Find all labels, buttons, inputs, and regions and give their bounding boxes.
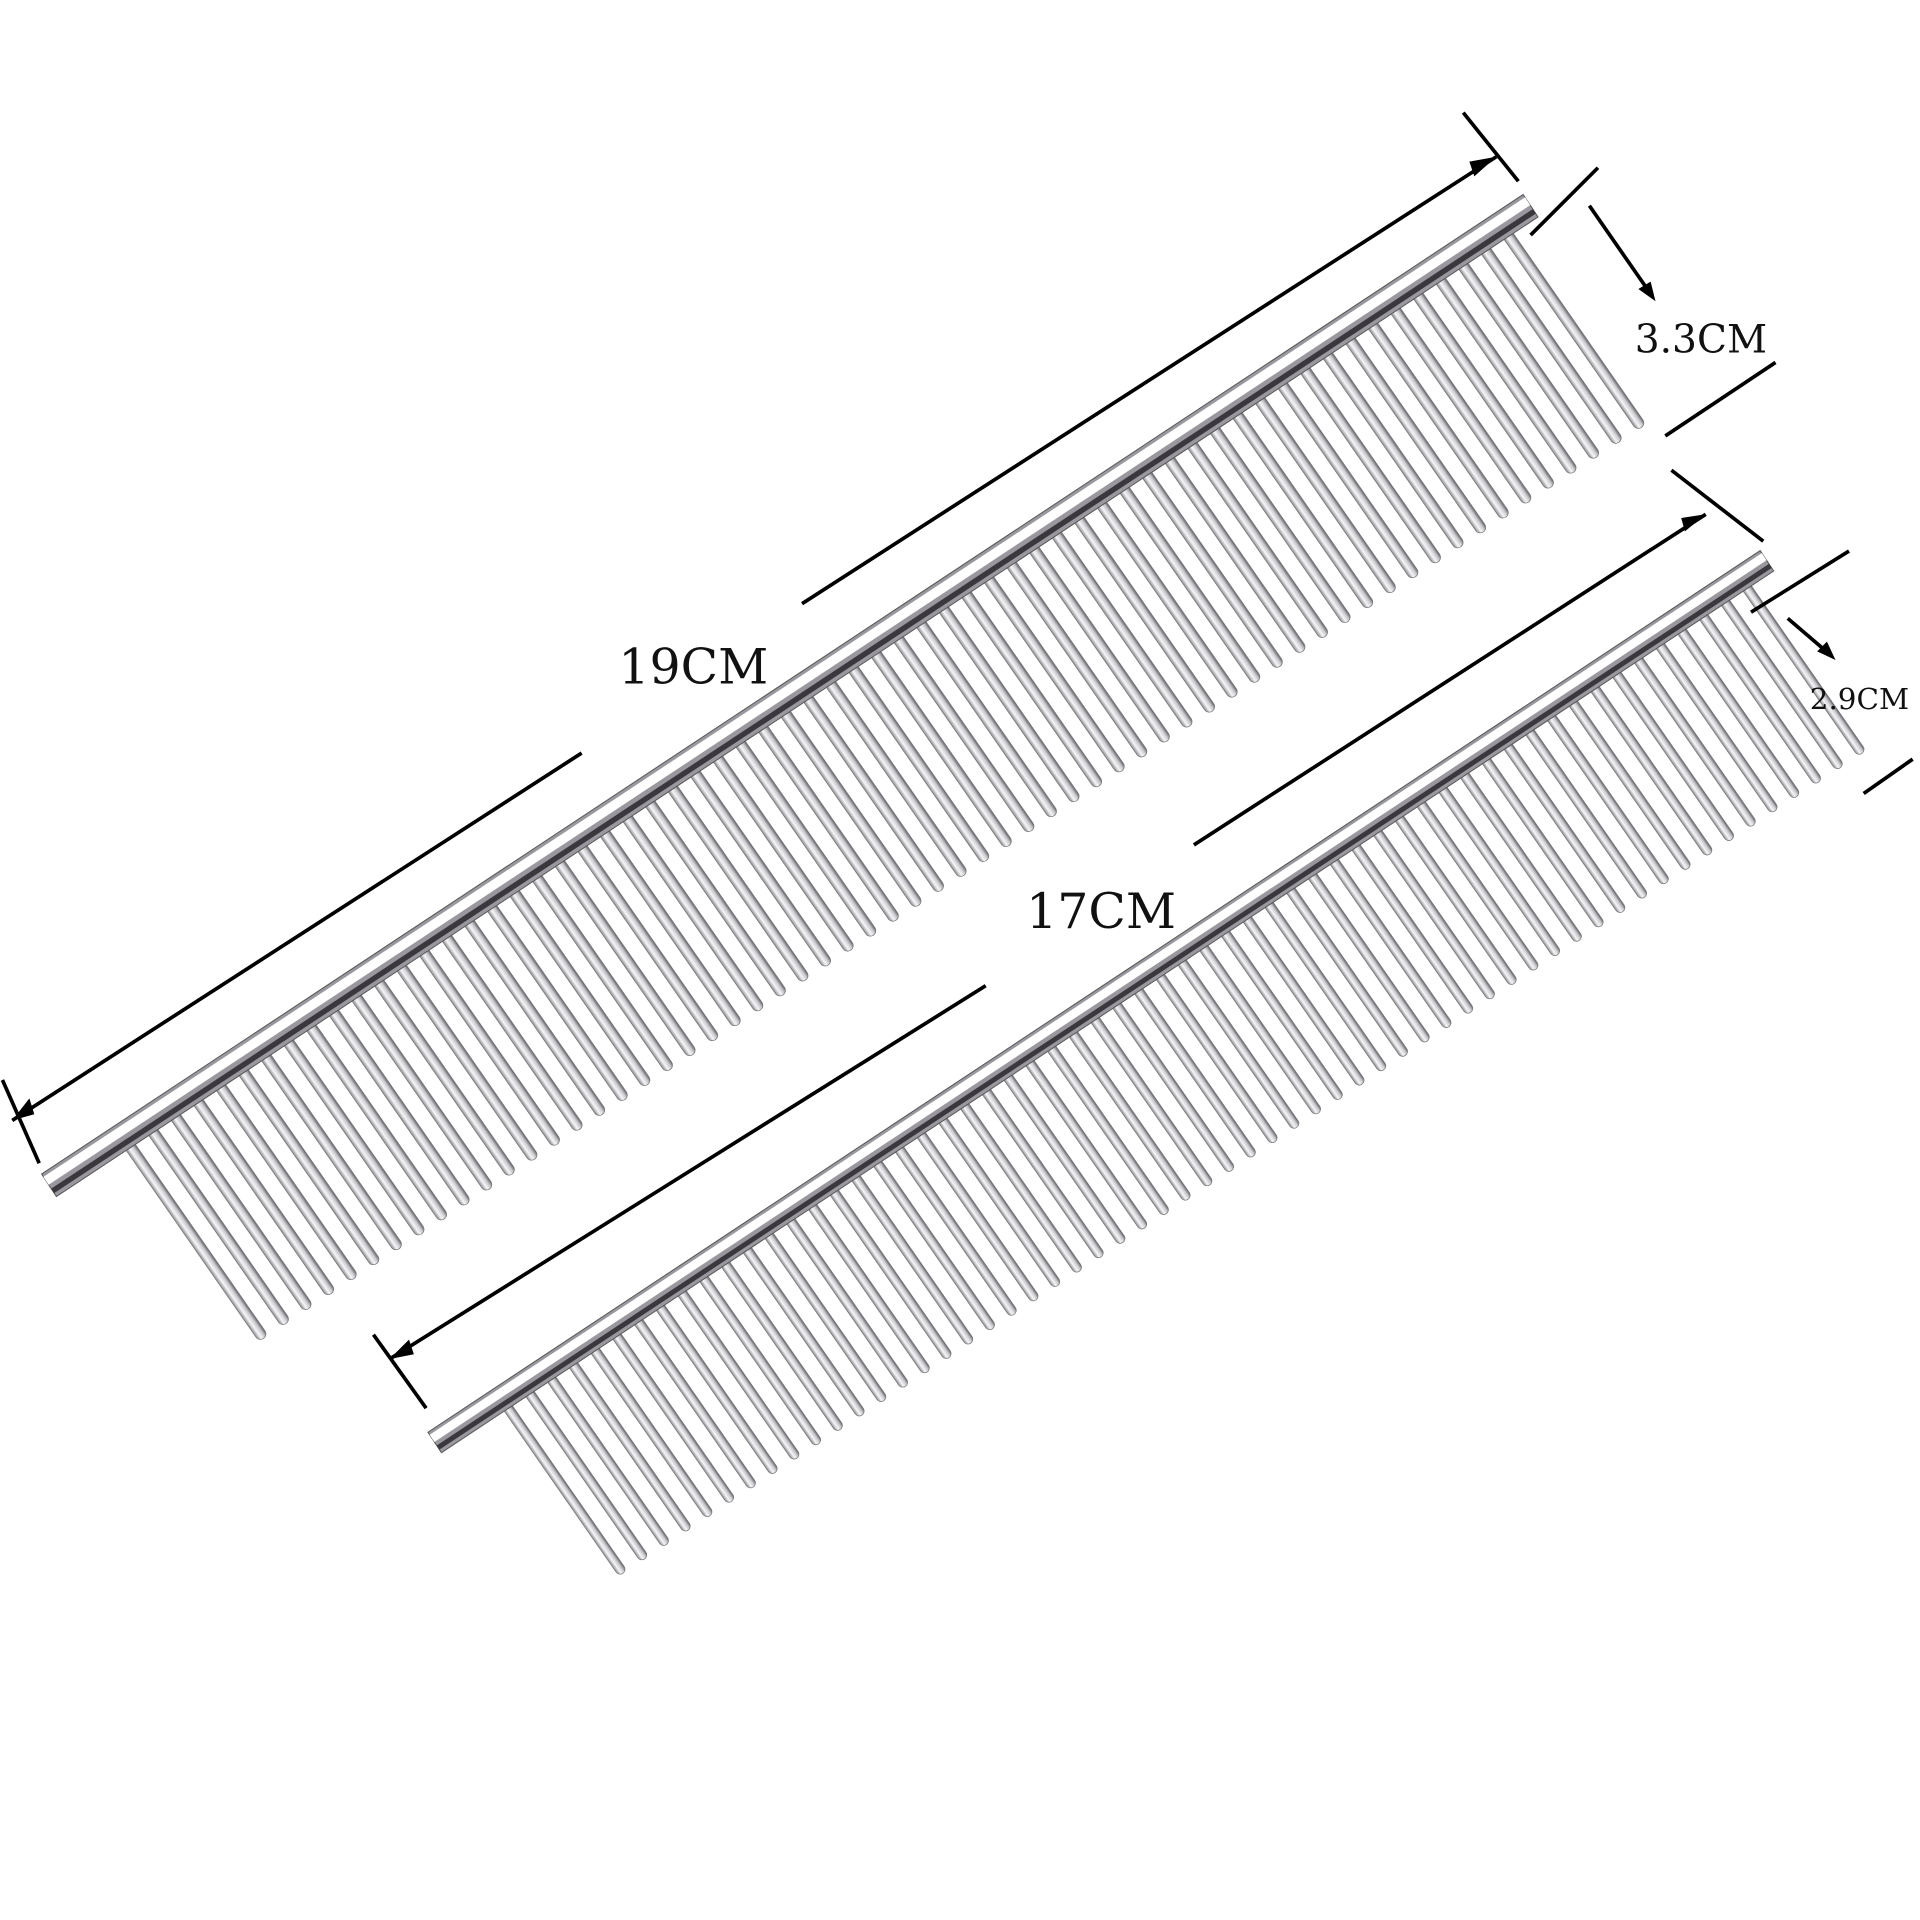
spine-highlight [429, 553, 1767, 1442]
small-tooth-tick-bottom [1862, 757, 1914, 795]
comb-tooth [1220, 928, 1343, 1100]
comb-tooth [1372, 827, 1495, 1000]
large-tooth-tick-top [1529, 166, 1600, 237]
comb-tooth [1285, 885, 1408, 1057]
large-length-tick-right [1461, 111, 1520, 183]
comb-tooth [1437, 784, 1561, 957]
comb-tooth [1089, 1014, 1213, 1187]
comb-tooth [1415, 798, 1539, 971]
comb-tooth [1546, 712, 1669, 885]
comb-tooth [698, 1273, 822, 1446]
comb-tooth [568, 1359, 691, 1532]
small-tooth-label: 2.9CM [1810, 682, 1909, 716]
comb-tooth [807, 1201, 930, 1374]
comb-tooth [1176, 957, 1300, 1129]
comb-tooth [524, 1388, 648, 1561]
comb-tooth [959, 1101, 1082, 1273]
comb-tooth [1524, 727, 1648, 899]
large-length-line-right [801, 155, 1498, 606]
comb-tooth [1307, 870, 1430, 1043]
comb-tooth [937, 1115, 1061, 1287]
small-length-tick-right [1670, 468, 1765, 543]
comb-tooth [1198, 942, 1321, 1115]
spine-shadow [51, 209, 1536, 1194]
comb-tooth [1155, 971, 1278, 1144]
comb-tooth [981, 1086, 1104, 1259]
comb-tooth [1068, 1029, 1191, 1201]
comb-tooth [1133, 985, 1256, 1158]
large-tooth-arrow [1587, 204, 1653, 295]
small-length-tick-left [371, 1333, 428, 1410]
comb-tooth [1242, 914, 1365, 1086]
comb-tooth [1633, 655, 1756, 827]
comb-tooth [763, 1230, 887, 1402]
comb-tooth [1002, 1072, 1126, 1244]
arrowhead-icon [1817, 641, 1836, 660]
small-comb [427, 549, 1865, 1575]
comb-tooth [1263, 899, 1387, 1072]
comb-tooth [1611, 669, 1734, 841]
comb-tooth [1655, 640, 1778, 813]
comb-tooth [1024, 1057, 1148, 1230]
comb-tooth [872, 1158, 995, 1331]
comb-tooth [589, 1345, 713, 1518]
comb-tooth [611, 1331, 735, 1503]
comb-tooth [720, 1259, 843, 1431]
comb-tooth [1459, 770, 1582, 942]
large-length-tick-left [0, 1079, 41, 1165]
comb-tooth [894, 1144, 1017, 1316]
comb-tooth [676, 1288, 800, 1460]
comb-tooth [1350, 842, 1474, 1014]
comb-tooth [829, 1187, 952, 1359]
dimension-lines [0, 111, 1914, 1410]
comb-tooth [503, 1403, 626, 1575]
small-length-line-right [1192, 512, 1707, 847]
comb-tooth [1394, 813, 1517, 985]
arrowheads [12, 156, 1836, 1360]
comb-tooth [850, 1172, 974, 1345]
comb-tooth [1589, 683, 1713, 856]
arrowhead-icon [389, 1339, 414, 1360]
large-comb [40, 193, 1645, 1340]
comb-tooth [1568, 698, 1691, 870]
large-tooth-label: 3.3CM [1635, 318, 1767, 363]
comb-tooth [655, 1302, 778, 1474]
comb-tooth [916, 1129, 1039, 1302]
comb-tooth [1046, 1043, 1169, 1215]
small-length-line-left [388, 984, 987, 1361]
comb-tooth [1111, 1000, 1235, 1172]
comb-tooth [633, 1316, 756, 1489]
comb-tooth [546, 1374, 669, 1546]
large-length-line-left [11, 751, 583, 1122]
comb-tooth [1329, 856, 1452, 1028]
arrowhead-icon [1469, 156, 1497, 177]
comb-tooth [785, 1216, 908, 1388]
comb-tooth [1481, 755, 1604, 928]
comb-tooth [742, 1244, 865, 1417]
arrowhead-icon [1638, 281, 1656, 302]
spine-highlight [43, 197, 1531, 1185]
comb-tooth [1698, 611, 1821, 784]
comb-tooth [1676, 626, 1800, 798]
arrowhead-icon [1681, 514, 1706, 532]
arrowhead-icon [12, 1098, 35, 1121]
small-length-label: 17CM [1026, 883, 1176, 940]
large-length-label: 19CM [618, 638, 768, 695]
comb-tooth [1502, 741, 1626, 913]
small-tooth-tick-top [1750, 549, 1850, 614]
spine-shadow [436, 563, 1772, 1450]
large-tooth-tick-bottom [1664, 360, 1777, 438]
